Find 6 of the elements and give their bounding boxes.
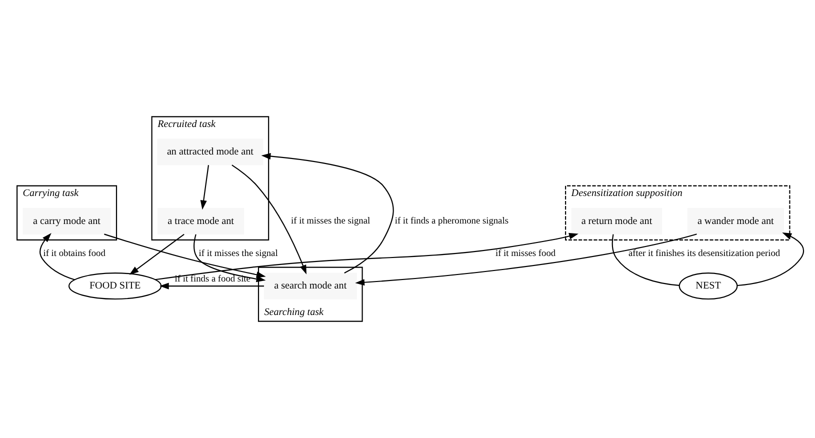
edge-label: after it finishes its desensitization period: [628, 249, 780, 260]
edge-label: if it misses the signal: [291, 216, 370, 227]
edge-label: if it misses food: [496, 249, 556, 260]
edge-label: if it finds a pheromone signals: [394, 216, 508, 227]
edge-label: if it misses the signal: [198, 249, 278, 260]
edge-label: if it obtains food: [43, 249, 106, 260]
